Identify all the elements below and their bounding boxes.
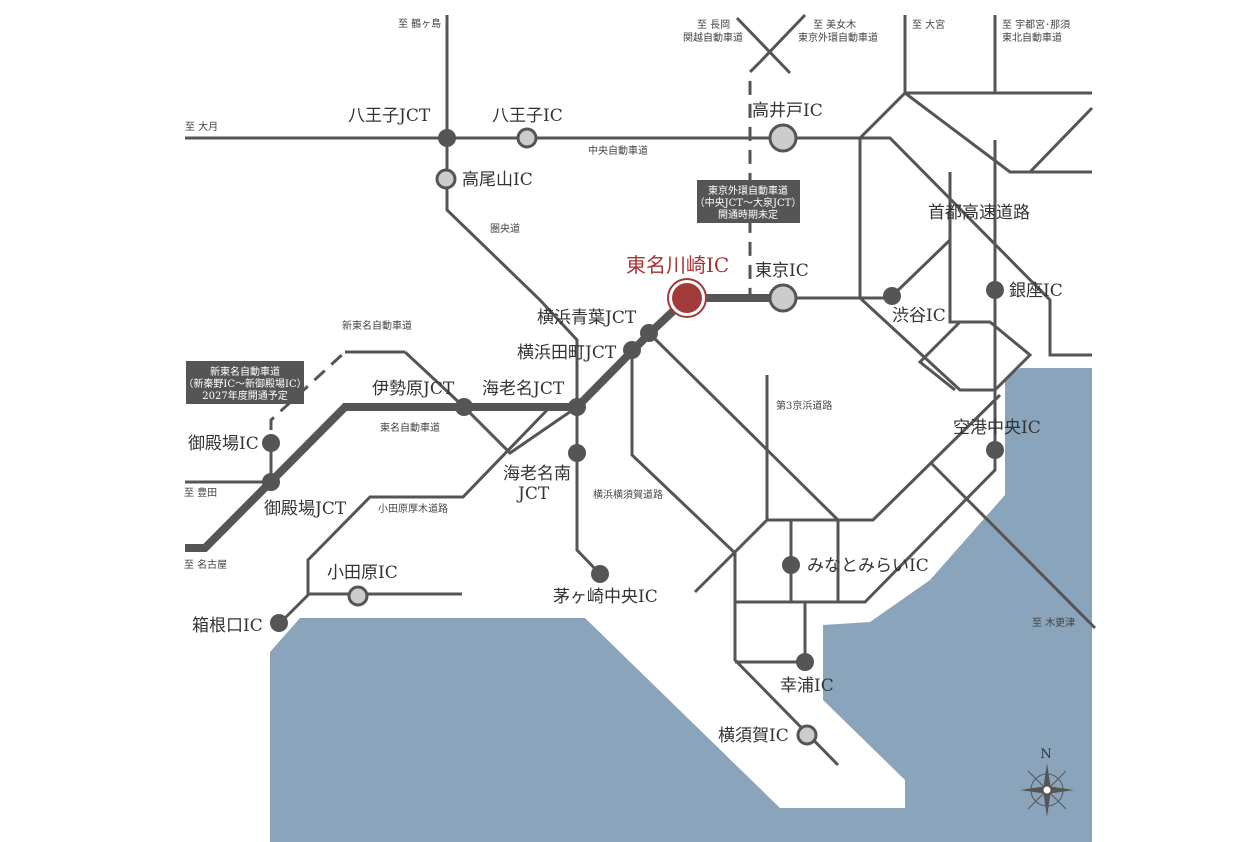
node-hachioji-ic[interactable] bbox=[516, 127, 538, 149]
note-shintomei-2: （新秦野IC～新御殿場IC） bbox=[183, 377, 306, 390]
labels: 至 鶴ヶ島 至 大月 至 長岡 関越自動車道 至 美女木 東京外環自動車道 至 … bbox=[184, 17, 1075, 746]
label-tokyo-ic: 東京IC bbox=[755, 261, 809, 281]
node-isehara-jct[interactable] bbox=[455, 398, 473, 416]
node-minatomirai-ic[interactable] bbox=[782, 556, 800, 574]
label-odawara-ic: 小田原IC bbox=[327, 563, 398, 583]
note-gaikan-2: （中央JCT～大泉JCT） bbox=[695, 196, 802, 209]
node-chigasaki-ic[interactable] bbox=[591, 565, 609, 583]
notes: 東京外環自動車道 （中央JCT～大泉JCT） 開通時期未定 新東名自動車道 （新… bbox=[183, 180, 801, 404]
dest-gaikan: 東京外環自動車道 bbox=[798, 31, 878, 44]
label-chigasaki-ic: 茅ヶ崎中央IC bbox=[553, 587, 658, 607]
nodes bbox=[262, 123, 1004, 746]
label-ginza-ic: 銀座IC bbox=[1009, 281, 1063, 301]
node-takaido-ic[interactable] bbox=[768, 123, 798, 153]
label-ebina-minami-jct: JCT bbox=[516, 484, 550, 504]
label-takaido-ic: 高井戸IC bbox=[752, 101, 823, 121]
label-yokohama-aoba-jct: 横浜青葉JCT bbox=[537, 308, 637, 328]
label-hachioji-ic: 八王子IC bbox=[492, 106, 563, 126]
label-isehara-jct: 伊勢原JCT bbox=[372, 379, 455, 399]
road-kenodo: 圏央道 bbox=[490, 222, 520, 235]
node-takao-ic[interactable] bbox=[435, 168, 457, 190]
node-tomei-kawasaki-ic[interactable] bbox=[672, 283, 702, 313]
sea bbox=[270, 368, 1092, 842]
dest-tsurugashima: 至 鶴ヶ島 bbox=[398, 17, 441, 30]
label-hachioji-jct: 八王子JCT bbox=[348, 106, 431, 126]
road-tomei: 東名自動車道 bbox=[380, 421, 440, 434]
label-koura-ic: 幸浦IC bbox=[780, 676, 834, 696]
label-gotemba-ic: 御殿場IC bbox=[188, 434, 259, 454]
note-gaikan-1: 東京外環自動車道 bbox=[708, 184, 788, 197]
road-daisan-keihin: 第3京浜道路 bbox=[776, 399, 832, 412]
road-chuo: 中央自動車道 bbox=[588, 144, 648, 157]
dest-omiya: 至 大宮 bbox=[912, 18, 945, 31]
dest-kanetsu: 関越自動車道 bbox=[683, 31, 743, 44]
compass-icon: N bbox=[1020, 747, 1074, 817]
node-odawara-ic[interactable] bbox=[347, 585, 369, 607]
road-odawara-atsugi: 小田原厚木道路 bbox=[378, 502, 448, 515]
label-hakoneguchi-ic: 箱根口IC bbox=[192, 616, 263, 636]
road-shintomei: 新東名自動車道 bbox=[342, 319, 412, 332]
dest-nagaoka: 至 長岡 bbox=[697, 19, 730, 31]
node-kuko-ic[interactable] bbox=[986, 441, 1004, 459]
label-shibuya-ic: 渋谷IC bbox=[892, 306, 946, 326]
label-gotemba-jct: 御殿場JCT bbox=[264, 499, 347, 519]
node-yokosuka-ic[interactable] bbox=[796, 724, 818, 746]
label-ebina-minami: 海老名南 bbox=[503, 464, 571, 484]
node-koura-ic[interactable] bbox=[796, 653, 814, 671]
node-ebina-minami-jct[interactable] bbox=[568, 444, 586, 462]
node-gotemba-ic[interactable] bbox=[262, 434, 280, 452]
node-ginza-ic[interactable] bbox=[986, 281, 1004, 299]
compass-north-label: N bbox=[1040, 747, 1051, 762]
node-hakoneguchi-ic[interactable] bbox=[270, 614, 288, 632]
node-gotemba-jct[interactable] bbox=[262, 473, 280, 491]
dest-tohoku: 東北自動車道 bbox=[1002, 31, 1062, 44]
node-hachioji-jct[interactable] bbox=[438, 129, 456, 147]
label-minatomirai-ic: みなとみらいIC bbox=[807, 556, 929, 576]
label-kuko-ic: 空港中央IC bbox=[953, 418, 1041, 438]
label-tomei-kawasaki-ic: 東名川崎IC bbox=[626, 253, 729, 277]
node-yokohama-machida-jct[interactable] bbox=[623, 341, 641, 359]
label-yokosuka-ic: 横須賀IC bbox=[718, 726, 789, 746]
node-shibuya-ic[interactable] bbox=[883, 287, 901, 305]
dest-bijogi: 至 美女木 bbox=[813, 18, 856, 31]
label-yokohama-machida-jct: 横浜田町JCT bbox=[517, 343, 617, 363]
road-yokoyoko: 横浜横須賀道路 bbox=[593, 488, 663, 501]
dest-utsunomiya: 至 宇都宮･那須 bbox=[1002, 18, 1070, 31]
node-ebina-jct[interactable] bbox=[568, 398, 586, 416]
dest-nagoya: 至 名古屋 bbox=[184, 558, 227, 571]
label-takao-ic: 高尾山IC bbox=[462, 170, 533, 190]
note-shintomei-1: 新東名自動車道 bbox=[210, 365, 280, 378]
dest-otsuki: 至 大月 bbox=[185, 120, 218, 133]
road-shuto: 首都高速道路 bbox=[928, 203, 1030, 223]
node-tokyo-ic[interactable] bbox=[768, 283, 798, 313]
dest-toyota: 至 豊田 bbox=[184, 486, 217, 499]
node-yokohama-aoba-jct[interactable] bbox=[640, 324, 658, 342]
note-shintomei-3: 2027年度開通予定 bbox=[202, 389, 287, 402]
label-ebina-jct: 海老名JCT bbox=[482, 379, 565, 399]
note-gaikan-3: 開通時期未定 bbox=[718, 208, 778, 221]
dest-kisarazu: 至 木更津 bbox=[1032, 617, 1075, 629]
